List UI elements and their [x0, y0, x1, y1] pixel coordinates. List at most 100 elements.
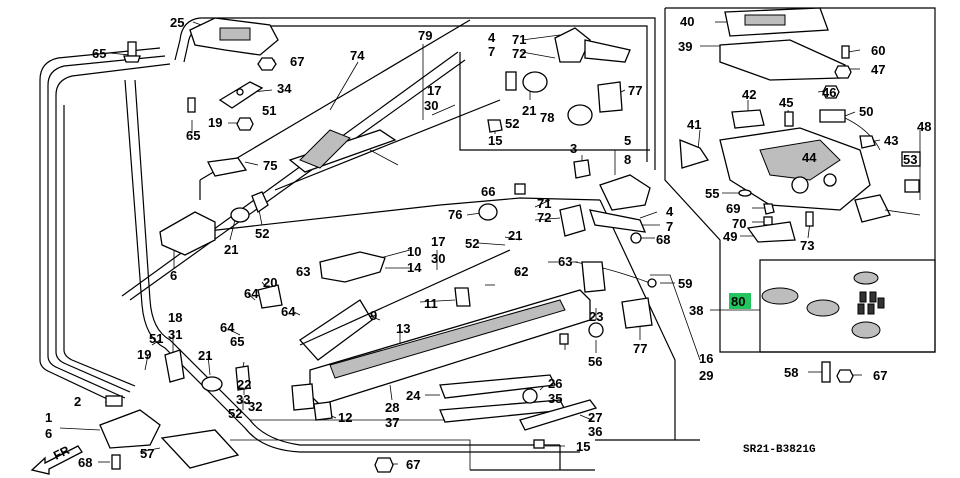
part-label-17: 17 — [427, 83, 441, 98]
part-label-64: 64 — [281, 304, 296, 319]
part-label-78: 78 — [540, 110, 554, 125]
part-label-72: 72 — [537, 210, 551, 225]
part-label-45: 45 — [779, 95, 793, 110]
part-label-23: 23 — [589, 309, 603, 324]
part-label-69: 69 — [726, 201, 740, 216]
part-label-21: 21 — [198, 348, 212, 363]
part-label-38: 38 — [689, 303, 703, 318]
part-label-62: 62 — [514, 264, 528, 279]
part-label-79: 79 — [418, 28, 432, 43]
part-label-55: 55 — [705, 186, 719, 201]
part-label-65: 65 — [186, 128, 200, 143]
part-label-70: 70 — [732, 216, 746, 231]
part-label-21: 21 — [508, 228, 522, 243]
parts-art — [99, 7, 921, 473]
part-label-39: 39 — [678, 39, 692, 54]
part-label-65: 65 — [230, 334, 244, 349]
part-label-3: 3 — [570, 141, 577, 156]
part-label-51: 51 — [149, 331, 163, 346]
part-label-21: 21 — [224, 242, 238, 257]
part-label-15: 15 — [576, 439, 590, 454]
part-label-53: 53 — [903, 152, 917, 167]
part-label-52: 52 — [228, 406, 242, 421]
part-label-31: 31 — [168, 327, 182, 342]
part-label-71: 71 — [512, 32, 526, 47]
front-arrow: FR — [30, 443, 83, 475]
highlight-box-80 — [729, 293, 751, 309]
part-label-52: 52 — [465, 236, 479, 251]
part-label-29: 29 — [699, 368, 713, 383]
part-label-37: 37 — [385, 415, 399, 430]
part-label-10: 10 — [407, 244, 421, 259]
part-label-36: 36 — [588, 424, 602, 439]
part-label-21: 21 — [522, 103, 536, 118]
part-label-77: 77 — [628, 83, 642, 98]
part-label-1: 1 — [45, 410, 52, 425]
part-label-47: 47 — [871, 62, 885, 77]
part-label-60: 60 — [871, 43, 885, 58]
part-label-64: 64 — [220, 320, 235, 335]
part-label-58: 58 — [784, 365, 798, 380]
part-label-63: 63 — [296, 264, 310, 279]
part-label-7: 7 — [488, 44, 495, 59]
part-label-25: 25 — [170, 15, 184, 30]
part-label-26: 26 — [548, 376, 562, 391]
part-label-16: 16 — [699, 351, 713, 366]
part-label-63: 63 — [558, 254, 572, 269]
part-label-28: 28 — [385, 400, 399, 415]
frame-lines — [121, 7, 936, 471]
part-label-75: 75 — [263, 158, 277, 173]
part-label-32: 32 — [248, 399, 262, 414]
part-label-72: 72 — [512, 46, 526, 61]
part-label-20: 20 — [263, 275, 277, 290]
part-label-4: 4 — [488, 30, 496, 45]
part-label-22: 22 — [237, 377, 251, 392]
part-label-11: 11 — [424, 296, 438, 311]
part-label-71: 71 — [537, 196, 551, 211]
part-label-59: 59 — [678, 276, 692, 291]
part-label-33: 33 — [236, 392, 250, 407]
part-label-18: 18 — [168, 310, 182, 325]
part-label-14: 14 — [407, 260, 422, 275]
part-label-35: 35 — [548, 391, 562, 406]
part-label-46: 46 — [822, 85, 836, 100]
part-label-6: 6 — [45, 426, 52, 441]
part-label-51: 51 — [262, 103, 276, 118]
part-label-67: 67 — [406, 457, 420, 472]
part-label-34: 34 — [277, 81, 292, 96]
part-label-19: 19 — [208, 115, 222, 130]
part-label-66: 66 — [481, 184, 495, 199]
part-label-68: 68 — [78, 455, 92, 470]
part-label-4: 4 — [666, 204, 674, 219]
part-label-8: 8 — [624, 152, 631, 167]
part-label-9: 9 — [370, 308, 377, 323]
part-label-65: 65 — [92, 46, 106, 61]
part-label-76: 76 — [448, 207, 462, 222]
part-label-44: 44 — [802, 150, 817, 165]
part-label-17: 17 — [431, 234, 445, 249]
part-label-2: 2 — [74, 394, 81, 409]
leader-lines — [59, 21, 921, 465]
part-label-52: 52 — [255, 226, 269, 241]
part-label-40: 40 — [680, 14, 694, 29]
part-label-50: 50 — [859, 104, 873, 119]
part-label-12: 12 — [338, 410, 352, 425]
part-label-41: 41 — [687, 117, 701, 132]
part-label-15: 15 — [488, 133, 502, 148]
part-label-80: 80 — [731, 294, 745, 309]
diagram-code: SR21-B3821G — [743, 444, 816, 456]
part-label-48: 48 — [917, 119, 931, 134]
part-label-13: 13 — [396, 321, 410, 336]
part-label-67: 67 — [290, 54, 304, 69]
part-label-43: 43 — [884, 133, 898, 148]
part-label-56: 56 — [588, 354, 602, 369]
part-label-52: 52 — [505, 116, 519, 131]
front-marker-text: FR — [51, 443, 72, 463]
part-label-57: 57 — [140, 446, 154, 461]
part-label-27: 27 — [588, 410, 602, 425]
part-label-24: 24 — [406, 388, 421, 403]
part-label-64: 64 — [244, 286, 259, 301]
part-label-19: 19 — [137, 347, 151, 362]
part-label-67: 67 — [873, 368, 887, 383]
